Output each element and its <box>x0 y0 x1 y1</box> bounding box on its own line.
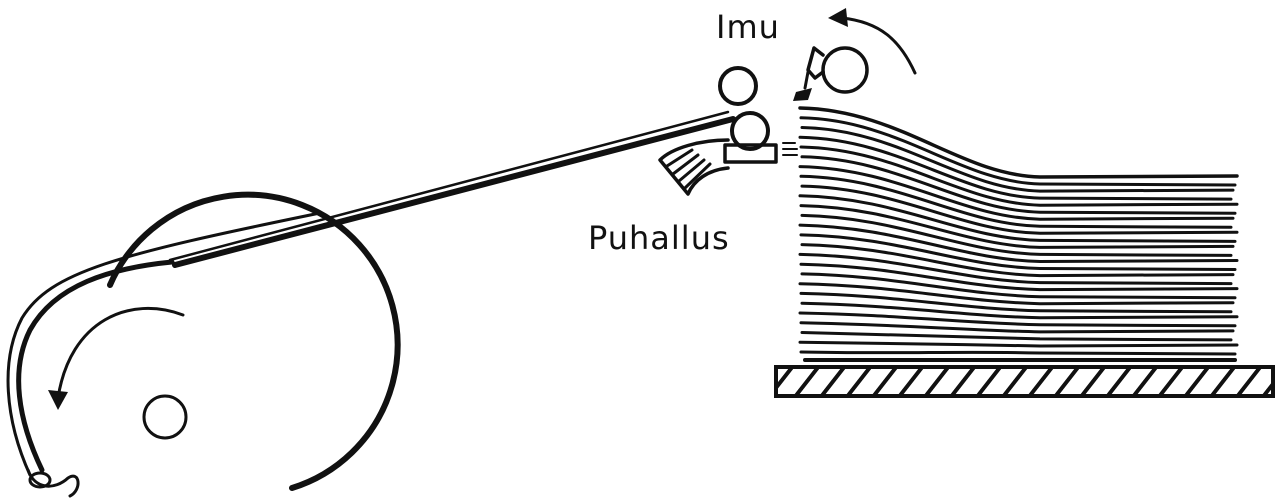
paper-sheet <box>798 165 1235 221</box>
blower-label: Puhallus <box>588 219 730 257</box>
suction-head <box>793 46 869 101</box>
paper-sheet <box>800 126 1235 193</box>
paper-sheet <box>800 243 1235 278</box>
paper-sheet <box>800 331 1233 342</box>
paper-sheet <box>799 321 1235 334</box>
paper-sheet <box>799 291 1233 314</box>
paper-sheet <box>799 174 1233 229</box>
blower-nozzle <box>658 138 798 196</box>
paper-sheet <box>798 340 1239 348</box>
paper-sheet <box>798 135 1233 201</box>
paper-sheet <box>800 155 1237 215</box>
paper-sheet <box>798 194 1237 243</box>
suction-direction-arrow <box>828 8 917 75</box>
paper-sheet <box>798 282 1235 306</box>
suction-label: Imu <box>716 8 780 46</box>
paper-sheet <box>798 252 1233 286</box>
paper-sheet <box>800 272 1237 300</box>
paper-sheet <box>798 223 1239 264</box>
paper-sheet <box>800 301 1239 320</box>
paper-sheet <box>799 350 1237 356</box>
paper-sheet <box>799 145 1239 207</box>
feed-drum <box>6 191 401 498</box>
drum-hub <box>142 394 188 440</box>
drum-rotation-arrow <box>48 306 185 410</box>
paper-sheet <box>799 116 1237 187</box>
paper-sheet <box>800 213 1233 257</box>
paper-sheet <box>798 311 1237 328</box>
upper-roller <box>718 66 758 106</box>
paper-sheet <box>799 233 1237 271</box>
stack-platform <box>774 358 1275 398</box>
paper-sheet <box>800 184 1239 235</box>
paper-sheet <box>799 204 1235 249</box>
paper-sheet <box>799 262 1239 292</box>
paper-sheet <box>798 106 1239 179</box>
paper-web <box>168 110 736 268</box>
paper-stack <box>798 106 1239 356</box>
lower-roller <box>730 111 770 151</box>
